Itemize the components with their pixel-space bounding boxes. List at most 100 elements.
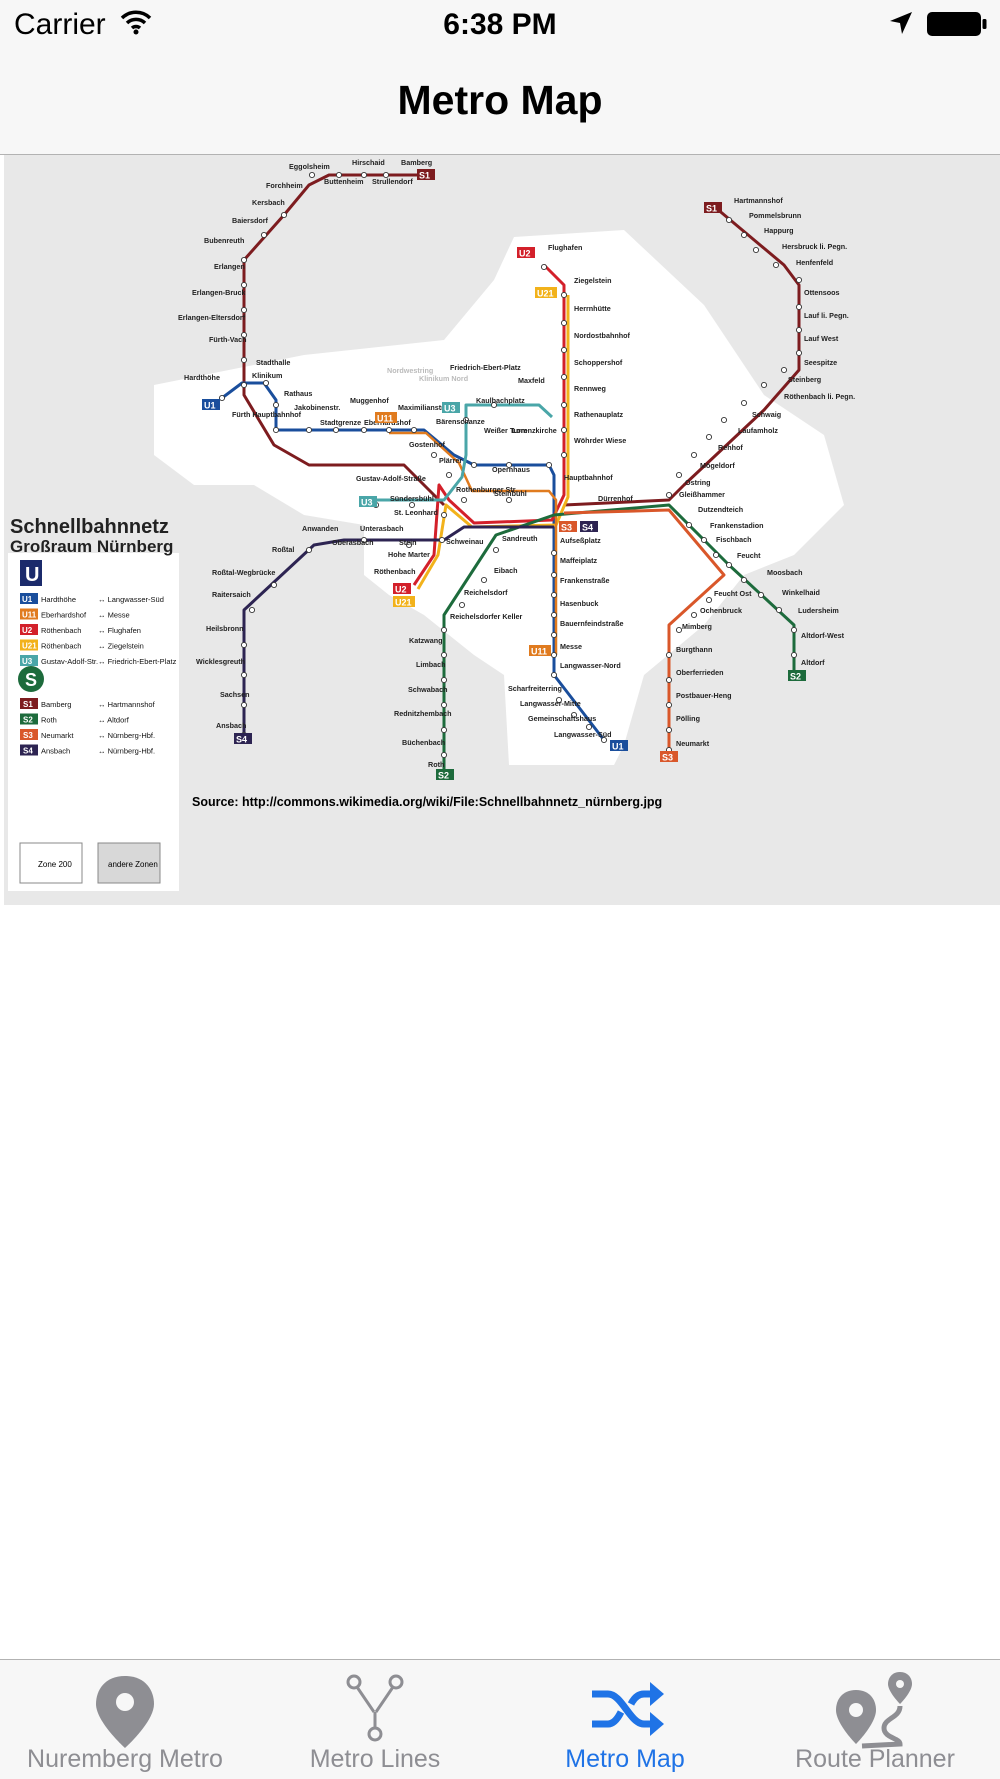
station-label: Maffeiplatz <box>560 556 598 565</box>
station-label: Wicklesgreuth <box>196 657 245 666</box>
station-dot <box>685 521 693 529</box>
line-badge-label: S2 <box>790 671 801 681</box>
other-zones-label: andere Zonen <box>108 860 158 869</box>
legend-title-1: Schnellbahnnetz <box>10 516 169 538</box>
station-label: Ansbach <box>216 721 246 730</box>
station-label: Hirschaid <box>352 158 385 167</box>
station-label: Hersbruck li. Pegn. <box>782 242 847 251</box>
station-dot <box>460 496 468 504</box>
station-dot <box>240 671 248 679</box>
station-label: Hardthöhe <box>184 373 220 382</box>
station-label: Unterasbach <box>360 524 404 533</box>
station-dot <box>240 701 248 709</box>
station-label: Altdorf-West <box>801 631 845 640</box>
station-label: Flughafen <box>548 243 582 252</box>
station-label: Büchenbach <box>402 738 445 747</box>
station-label: Gemeinschaftshaus <box>528 714 596 723</box>
station-dot <box>795 349 803 357</box>
station-label: Ottensoos <box>804 288 840 297</box>
s4-line <box>242 525 554 735</box>
station-label: Heilsbronn <box>206 624 244 633</box>
tab-label: Nuremberg Metro <box>27 1745 223 1773</box>
line-badge-label: S4 <box>582 522 593 532</box>
station-label: Reichelsdorfer Keller <box>450 612 523 621</box>
line-badge-label: U21 <box>537 288 554 298</box>
tab-label: Route Planner <box>795 1745 955 1773</box>
station-label: Henfenfeld <box>796 258 833 267</box>
tab-nuremberg-metro[interactable]: Nuremberg Metro <box>0 1660 250 1779</box>
line-badge-box <box>202 399 220 410</box>
line-badge-box <box>517 247 535 258</box>
station-label: Bauernfeindstraße <box>560 619 624 628</box>
tab-metro-lines[interactable]: Metro Lines <box>250 1660 500 1779</box>
station-dot <box>550 611 558 619</box>
legend-line-label: S1 <box>23 700 33 709</box>
zone-200-area <box>154 230 844 765</box>
station-label: Rathenauplatz <box>574 410 624 419</box>
station-label: Sandreuth <box>502 534 538 543</box>
line-badge-label: U21 <box>395 597 412 607</box>
line-badge-label: S3 <box>662 752 673 762</box>
tab-metro-map[interactable]: Metro Map <box>500 1660 750 1779</box>
line-badge-box <box>436 769 454 780</box>
legend-to: ↔ Nürnberg-Hbf. <box>98 731 155 740</box>
tab-bar: Nuremberg Metro Metro Lines Metro Map Ro… <box>0 1659 1000 1779</box>
status-bar: Carrier 6:38 PM <box>0 0 1000 50</box>
station-dot <box>725 561 733 569</box>
station-label: Ostring <box>685 478 711 487</box>
station-dot <box>360 171 368 179</box>
station-dot <box>795 276 803 284</box>
station-label: Pommelsbrunn <box>749 211 801 220</box>
station-label: Baiersdorf <box>232 216 269 225</box>
legend-from: Gustav-Adolf-Str. <box>41 657 98 666</box>
legend-line-label: U1 <box>22 595 33 604</box>
station-label: Erlangen <box>214 262 245 271</box>
line-badge-box <box>442 402 460 413</box>
station-dot <box>260 231 268 239</box>
station-dot <box>335 171 343 179</box>
station-dot <box>740 231 748 239</box>
battery-icon <box>927 12 987 36</box>
legend-from: Röthenbach <box>41 626 81 635</box>
line-badge-label: S3 <box>561 522 572 532</box>
station-dot <box>470 461 478 469</box>
station-label: Langwasser-Nord <box>560 661 621 670</box>
station-dot <box>772 261 780 269</box>
line-badge-label: U3 <box>361 497 373 507</box>
station-dot <box>560 291 568 299</box>
zone-200-box <box>19 842 83 884</box>
station-dot <box>305 426 313 434</box>
station-label: Rednitzhembach <box>394 709 452 718</box>
station-label: Nordwestring <box>387 366 433 375</box>
station-label: Laufamholz <box>738 426 778 435</box>
station-dot <box>410 426 418 434</box>
tab-route-planner[interactable]: Route Planner <box>750 1660 1000 1779</box>
station-dot <box>780 366 788 374</box>
navigation-bar: Metro Map <box>0 50 1000 155</box>
legend-to: ↔ Flughafen <box>98 626 141 635</box>
station-label: Pölling <box>676 714 700 723</box>
s2-line <box>442 503 796 775</box>
station-dot <box>240 281 248 289</box>
line-badge-box <box>535 287 557 298</box>
legend-line-label: S2 <box>23 716 33 725</box>
station-dot <box>440 626 448 634</box>
station-dot <box>795 303 803 311</box>
legend-from: Röthenbach <box>41 642 81 651</box>
station-label: Nordostbahnhof <box>574 331 630 340</box>
legend-from: Eberhardshof <box>41 611 87 620</box>
clock: 6:38 PM <box>443 8 557 41</box>
station-label: Stadthalle <box>256 358 290 367</box>
station-dot <box>550 549 558 557</box>
line-badge-label: S4 <box>236 734 247 744</box>
station-label: Roßtal-Wegbrücke <box>212 568 275 577</box>
station-dot <box>725 216 733 224</box>
station-dot <box>790 626 798 634</box>
station-dot <box>560 451 568 459</box>
line-badge-box <box>788 670 806 681</box>
station-label: Opernhaus <box>492 465 530 474</box>
legend-from: Roth <box>41 716 57 725</box>
